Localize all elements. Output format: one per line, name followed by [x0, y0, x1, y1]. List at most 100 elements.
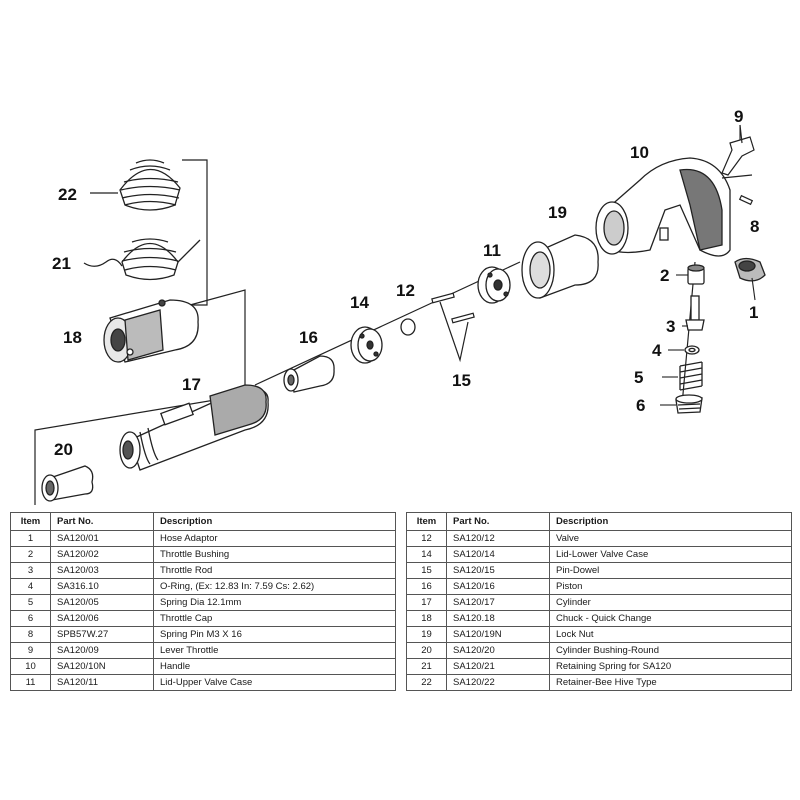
callout-20: 20	[54, 440, 73, 459]
cell-part-no: SA120/12	[446, 530, 550, 547]
callout-6: 6	[636, 396, 645, 415]
leader-1	[751, 277, 756, 301]
part-16-piston	[283, 355, 335, 393]
part-15-pin-dowel	[431, 292, 475, 363]
cell-part-no: SA316.10	[50, 578, 154, 595]
cell-part-no: SA120.18	[446, 610, 550, 627]
callout-1: 1	[749, 303, 758, 322]
part-3-throttle-rod	[685, 295, 705, 331]
part-8-spring-pin	[738, 194, 754, 206]
callout-4: 4	[652, 341, 662, 360]
table-header-row: Item Part No. Description	[406, 512, 792, 531]
cell-item: 15	[406, 562, 447, 579]
cell-part-no: SA120/10N	[50, 658, 154, 675]
header-item: Item	[10, 512, 51, 531]
cell-part-no: SA120/20	[446, 642, 550, 659]
cell-part-no: SA120/03	[50, 562, 154, 579]
cell-item: 1	[10, 530, 51, 547]
cell-description: Retaining Spring for SA120	[549, 658, 792, 675]
cell-item: 18	[406, 610, 447, 627]
callout-11: 11	[483, 241, 501, 260]
cell-description: Valve	[549, 530, 792, 547]
cell-item: 20	[406, 642, 447, 659]
header-part-no: Part No.	[50, 512, 154, 531]
header-description: Description	[549, 512, 792, 531]
cell-description: O-Ring, (Ex: 12.83 In: 7.59 Cs: 2.62)	[153, 578, 396, 595]
cell-description: Spring Pin M3 X 16	[153, 626, 396, 643]
cell-part-no: SA120/06	[50, 610, 154, 627]
cell-item: 16	[406, 578, 447, 595]
part-19-lock-nut	[521, 234, 599, 299]
callout-12: 12	[396, 281, 415, 300]
part-6-throttle-cap	[675, 394, 703, 414]
cell-description: Hose Adaptor	[153, 530, 396, 547]
callout-3: 3	[666, 317, 675, 336]
cell-part-no: SA120/11	[50, 674, 154, 691]
cell-description: Throttle Bushing	[153, 546, 396, 563]
bracket-retainers	[180, 159, 208, 306]
part-4-o-ring	[684, 345, 700, 355]
part-12-valve	[400, 318, 416, 336]
cell-description: Retainer-Bee Hive Type	[549, 674, 792, 691]
cell-description: Lid-Lower Valve Case	[549, 546, 792, 563]
cell-part-no: SA120/14	[446, 546, 550, 563]
cell-description: Piston	[549, 578, 792, 595]
assembly-axis-main	[254, 261, 521, 386]
cell-part-no: SA120/05	[50, 594, 154, 611]
part-9-lever-throttle	[721, 124, 755, 179]
cell-description: Throttle Rod	[153, 562, 396, 579]
cell-item: 12	[406, 530, 447, 547]
cell-description: Cylinder Bushing-Round	[549, 642, 792, 659]
cell-part-no: SPB57W.27	[50, 626, 154, 643]
part-2-throttle-bushing	[687, 264, 705, 285]
cell-item: 3	[10, 562, 51, 579]
cell-item: 11	[10, 674, 51, 691]
cell-part-no: SA120/19N	[446, 626, 550, 643]
cell-item: 21	[406, 658, 447, 675]
part-1-hose-adaptor	[734, 257, 766, 282]
part-20-cylinder-bushing	[41, 465, 94, 502]
cell-item: 19	[406, 626, 447, 643]
cell-description: Cylinder	[549, 594, 792, 611]
header-part-no: Part No.	[446, 512, 550, 531]
callout-17: 17	[182, 375, 201, 394]
part-14-lid-lower-valve-case	[350, 326, 383, 364]
cell-item: 4	[10, 578, 51, 595]
cell-item: 14	[406, 546, 447, 563]
callout-10: 10	[630, 143, 649, 162]
callout-9: 9	[734, 107, 743, 126]
cell-part-no: SA120/15	[446, 562, 550, 579]
cell-description: Lock Nut	[549, 626, 792, 643]
cell-item: 9	[10, 642, 51, 659]
part-5-spring	[679, 361, 703, 391]
cell-item: 2	[10, 546, 51, 563]
cell-part-no: SA120/21	[446, 658, 550, 675]
cell-item: 10	[10, 658, 51, 675]
part-10-handle	[595, 157, 731, 257]
cell-description: Pin-Dowel	[549, 562, 792, 579]
header-item: Item	[406, 512, 447, 531]
assembly-axis-throttle	[681, 261, 696, 406]
callout-8: 8	[750, 217, 759, 236]
cell-description: Throttle Cap	[153, 610, 396, 627]
callout-21: 21	[52, 254, 71, 273]
callout-19: 19	[548, 203, 567, 222]
cell-item: 8	[10, 626, 51, 643]
callout-18: 18	[63, 328, 82, 347]
callout-16: 16	[299, 328, 318, 347]
part-18-chuck	[103, 299, 199, 363]
